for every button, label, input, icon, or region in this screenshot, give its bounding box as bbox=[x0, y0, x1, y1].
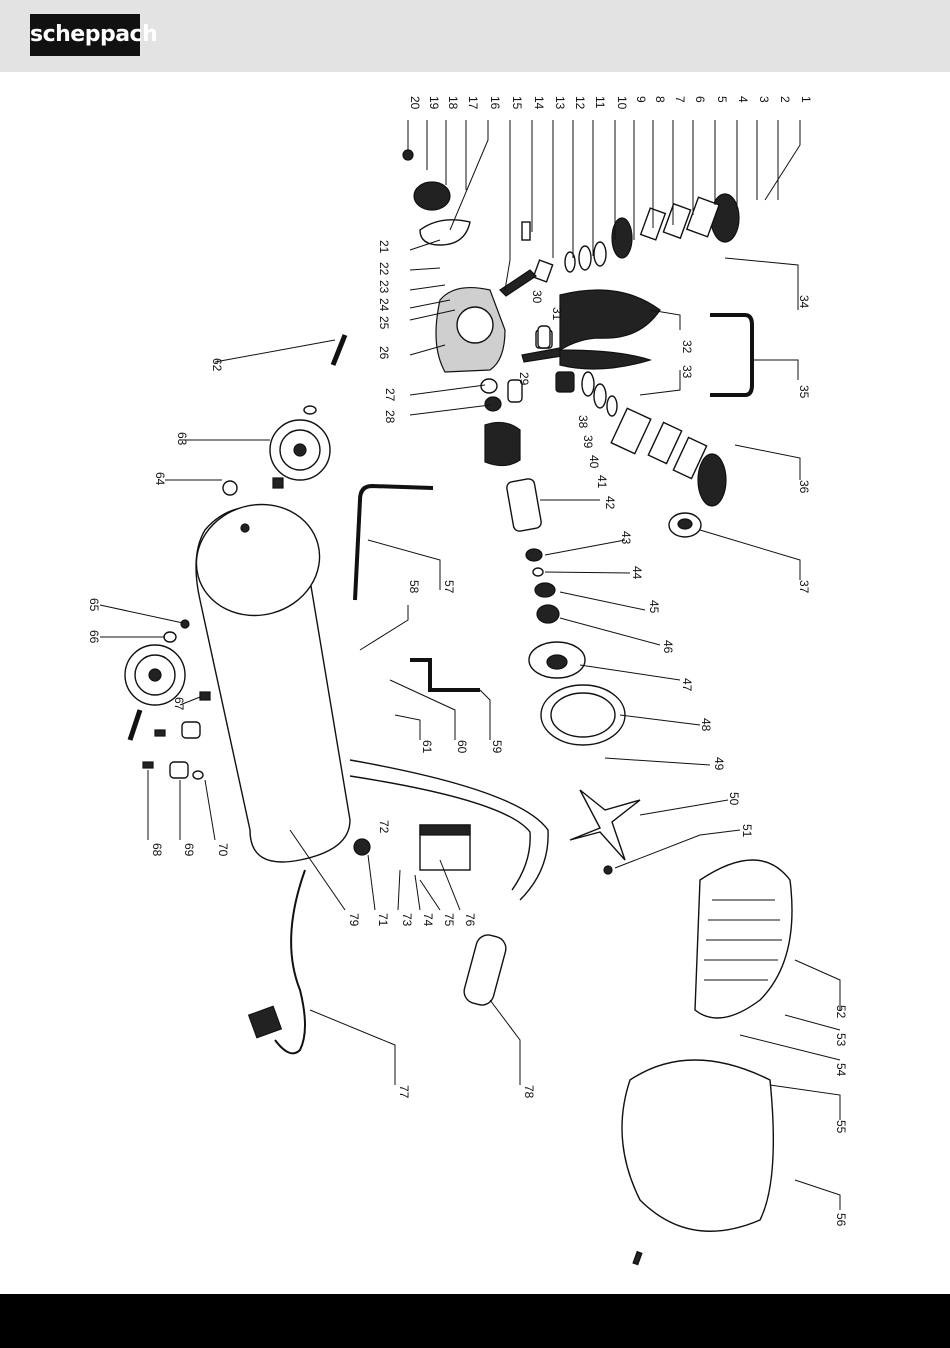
part-label: 61 bbox=[420, 740, 434, 754]
part-label: 3 bbox=[757, 96, 771, 103]
part-label: 29 bbox=[517, 372, 531, 386]
part-label: 41 bbox=[595, 475, 609, 489]
page-footer bbox=[0, 1294, 950, 1348]
part-label: 75 bbox=[442, 913, 456, 927]
part-label: 25 bbox=[377, 316, 391, 330]
part-label: 6 bbox=[693, 96, 707, 103]
part-label: 24 bbox=[377, 298, 391, 312]
part-label: 32 bbox=[680, 340, 694, 354]
part-label: 20 bbox=[408, 96, 422, 110]
part-label: 22 bbox=[377, 262, 391, 276]
part-label: 77 bbox=[397, 1085, 411, 1099]
part-label: 33 bbox=[680, 365, 694, 379]
part-label: 60 bbox=[455, 740, 469, 754]
part-label: 35 bbox=[797, 385, 811, 399]
part-label: 7 bbox=[673, 96, 687, 103]
exploded-parts-diagram: 1 2 3 4 5 6 7 8 9 10 11 12 13 14 15 16 1… bbox=[0, 72, 950, 1294]
part-label: 69 bbox=[182, 843, 196, 857]
part-label: 45 bbox=[647, 600, 661, 614]
part-label: 1 bbox=[799, 96, 813, 103]
part-label: 23 bbox=[377, 280, 391, 294]
part-label: 34 bbox=[797, 295, 811, 309]
part-label: 57 bbox=[442, 580, 456, 594]
part-label: 65 bbox=[87, 598, 101, 612]
part-label: 62 bbox=[210, 358, 224, 372]
part-label: 71 bbox=[376, 913, 390, 927]
part-label: 8 bbox=[653, 96, 667, 103]
part-label: 66 bbox=[87, 630, 101, 644]
part-label: 30 bbox=[530, 290, 544, 304]
part-label: 70 bbox=[216, 843, 230, 857]
part-label: 79 bbox=[347, 913, 361, 927]
part-label: 73 bbox=[400, 913, 414, 927]
part-label: 28 bbox=[383, 410, 397, 424]
part-label: 44 bbox=[630, 566, 644, 580]
part-number-labels: 1 2 3 4 5 6 7 8 9 10 11 12 13 14 15 16 1… bbox=[87, 96, 848, 1227]
part-label: 16 bbox=[488, 96, 502, 110]
part-label: 54 bbox=[834, 1063, 848, 1077]
shroud-cover bbox=[622, 1060, 773, 1231]
fan-guard bbox=[695, 860, 792, 1018]
part-label: 68 bbox=[150, 843, 164, 857]
page-header: scheppach bbox=[0, 0, 950, 72]
part-label: 21 bbox=[377, 240, 391, 254]
part-label: 36 bbox=[797, 480, 811, 494]
part-label: 59 bbox=[490, 740, 504, 754]
part-label: 13 bbox=[553, 96, 567, 110]
part-label: 78 bbox=[522, 1085, 536, 1099]
part-label: 47 bbox=[680, 678, 694, 692]
part-label: 17 bbox=[466, 96, 480, 110]
part-label: 27 bbox=[383, 388, 397, 402]
part-label: 18 bbox=[446, 96, 460, 110]
part-label: 19 bbox=[427, 96, 441, 110]
part-label: 76 bbox=[463, 913, 477, 927]
part-label: 56 bbox=[834, 1213, 848, 1227]
part-label: 64 bbox=[153, 472, 167, 486]
cooling-fan bbox=[570, 790, 640, 860]
part-label: 40 bbox=[587, 455, 601, 469]
part-label: 52 bbox=[834, 1005, 848, 1019]
part-label: 53 bbox=[834, 1033, 848, 1047]
part-label: 46 bbox=[661, 640, 675, 654]
part-label: 37 bbox=[797, 580, 811, 594]
part-label: 55 bbox=[834, 1120, 848, 1134]
motor-stator bbox=[485, 422, 520, 465]
part-label: 49 bbox=[712, 757, 726, 771]
part-label: 38 bbox=[576, 415, 590, 429]
part-label: 42 bbox=[603, 496, 617, 510]
part-label: 5 bbox=[715, 96, 729, 103]
part-label: 15 bbox=[510, 96, 524, 110]
part-label: 39 bbox=[581, 435, 595, 449]
part-label: 67 bbox=[172, 697, 186, 711]
part-label: 4 bbox=[736, 96, 750, 103]
part-label: 72 bbox=[377, 820, 391, 834]
scheppach-logo: scheppach bbox=[30, 14, 140, 56]
mounting-bracket bbox=[560, 290, 660, 369]
part-label: 50 bbox=[727, 792, 741, 806]
leader-lines bbox=[100, 120, 840, 1210]
part-label: 26 bbox=[377, 346, 391, 360]
part-label: 74 bbox=[421, 913, 435, 927]
part-label: 2 bbox=[778, 96, 792, 103]
part-label: 51 bbox=[740, 824, 754, 838]
part-label: 58 bbox=[407, 580, 421, 594]
part-label: 9 bbox=[634, 96, 648, 103]
part-label: 12 bbox=[573, 96, 587, 110]
part-label: 11 bbox=[593, 96, 607, 109]
part-label: 31 bbox=[550, 307, 564, 321]
part-label: 14 bbox=[532, 96, 546, 110]
tank-assembly bbox=[125, 406, 548, 1053]
part-label: 63 bbox=[175, 432, 189, 446]
part-label: 48 bbox=[699, 718, 713, 732]
part-label: 10 bbox=[615, 96, 629, 110]
part-label: 43 bbox=[619, 531, 633, 545]
